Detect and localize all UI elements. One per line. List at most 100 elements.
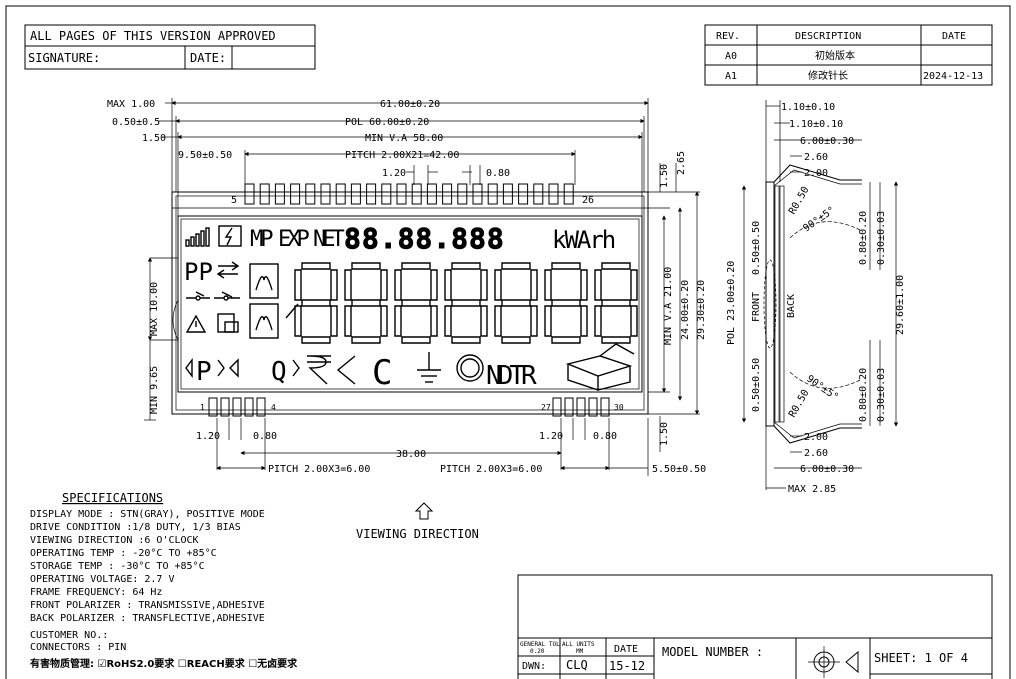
side-b-0-30: 0.30±0.03 xyxy=(876,368,887,422)
date-col-header: DATE xyxy=(614,644,638,655)
big-digit xyxy=(394,262,438,344)
bottom-pin-bend xyxy=(773,425,862,444)
spec-line-0: DISPLAY MODE : STN(GRAY), POSITIVE MODE xyxy=(30,509,265,520)
spec-line-9: CUSTOMER NO.: xyxy=(30,630,108,641)
ndtr-label: NDTR xyxy=(486,361,537,391)
side-dim-0-50-a: 0.50±0.50 xyxy=(751,221,762,275)
arrow-right-q-icon xyxy=(292,359,300,377)
projection-symbol-icon xyxy=(808,646,859,678)
spec-line-3: OPERATING TEMP : -20°C TO +85°C xyxy=(30,548,217,559)
side-dim-29-60: 29.60±1.00 xyxy=(895,275,906,335)
mp-label: MP xyxy=(250,227,273,252)
exchange-icon xyxy=(216,261,240,279)
bottom-pin-group-left xyxy=(208,397,266,417)
spec-line-5: OPERATING VOLTAGE: 2.7 V xyxy=(30,574,175,585)
top-digit-row: 88.88.888 xyxy=(344,222,505,255)
date-label: DATE: xyxy=(190,51,226,65)
front-view: 5 26 1 4 27 30 xyxy=(107,98,707,476)
side-b-0-80: 0.80±0.20 xyxy=(858,368,869,422)
dim-overall: 61.00±0.20 xyxy=(380,99,440,110)
side-dim-0-50-b: 0.50±0.50 xyxy=(751,358,762,412)
dim-max-1: MAX 1.00 xyxy=(107,99,155,110)
general-tol-value: 0.20 xyxy=(530,648,545,655)
dim-min-9-65: MIN 9.65 xyxy=(149,366,160,414)
side-back-label: BACK xyxy=(786,294,797,318)
reverse-arrow-icon xyxy=(336,355,356,385)
dim-right-5-50: 5.50±0.50 xyxy=(652,464,706,475)
rev-a0-description: 初始版本 xyxy=(815,49,855,62)
viewing-direction-label: VIEWING DIRECTION xyxy=(356,527,479,541)
top-pin xyxy=(426,183,437,205)
front-dimensions: 61.00±0.20 POL 60.00±0.20 MIN V.A 58.00 … xyxy=(107,98,707,476)
dim-pin-gap: 0.80 xyxy=(486,168,510,179)
arrow-left-p-icon xyxy=(185,357,193,379)
signature-label: SIGNATURE: xyxy=(28,51,100,65)
dim-right-1-50: 1.50 xyxy=(659,164,670,188)
side-r050: R0.50 xyxy=(787,185,812,217)
dim-min-va-h: MIN V.A 21.00 xyxy=(663,267,674,345)
top-pin xyxy=(563,183,574,205)
pin-label-1: 1 xyxy=(200,403,205,412)
spec-line-1: DRIVE CONDITION :1/8 DUTY, 1/3 BIAS xyxy=(30,522,241,533)
circled-symbol-icon xyxy=(456,354,484,382)
top-pin-row xyxy=(244,183,574,205)
side-b-r050: R0.50 xyxy=(787,388,812,420)
rev-a1-description: 修改针长 xyxy=(808,69,848,82)
spec-line-7: FRONT POLARIZER : TRANSMISSIVE,ADHESIVE xyxy=(30,600,265,611)
dim-pol: POL 60.00±0.20 xyxy=(345,117,429,128)
dim-b-pin-gap-right: 0.80 xyxy=(593,431,617,442)
dim-pin-width: 1.20 xyxy=(382,168,406,179)
top-pin xyxy=(442,183,453,205)
all-units-label: ALL UNITS xyxy=(562,641,595,648)
top-pin xyxy=(411,183,422,205)
dwn-label: DWN: xyxy=(522,661,546,672)
spec-line-6: FRAME FREQUENCY: 64 Hz xyxy=(30,587,162,598)
side-angle: 90°±5° xyxy=(801,205,837,235)
dim-pitch-bottom-left: PITCH 2.00X3=6.00 xyxy=(268,464,370,475)
pin-label-5: 5 xyxy=(231,195,237,206)
top-pin xyxy=(381,183,392,205)
big-digit xyxy=(594,262,638,344)
viewing-direction-arrow-icon xyxy=(414,502,434,520)
hazard-line: 有害物质管理: ☑RoHS2.0要求 ☐REACH要求 ☐无卤要求 xyxy=(30,657,298,670)
spec-heading: SPECIFICATIONS xyxy=(62,491,163,505)
description-header: DESCRIPTION xyxy=(795,31,861,42)
side-max-2-85: MAX 2.85 xyxy=(788,484,836,495)
spec-line-2: VIEWING DIRECTION :6 O'CLOCK xyxy=(30,535,199,546)
top-pin-bend xyxy=(773,164,862,183)
dwn-value: CLQ xyxy=(566,658,588,672)
side-dim-2-00: 2.00 xyxy=(804,168,828,179)
lightning-icon xyxy=(218,225,242,247)
dim-right-2-65: 2.65 xyxy=(676,151,687,175)
approval-block: ALL PAGES OF THIS VERSION APPROVED SIGNA… xyxy=(24,24,316,70)
top-pin xyxy=(457,183,468,205)
spec-line-4: STORAGE TEMP : -30°C TO +85°C xyxy=(30,561,205,572)
top-pin xyxy=(350,183,361,205)
dim-bottom-1-50: 1.50 xyxy=(659,422,670,446)
dim-1-50: 1.50 xyxy=(142,133,166,144)
top-pin xyxy=(533,183,544,205)
top-pin xyxy=(366,183,377,205)
top-pin xyxy=(518,183,529,205)
big-digit xyxy=(294,262,338,344)
big-digit xyxy=(544,262,588,344)
top-pin xyxy=(502,183,513,205)
pin-label-27: 27 xyxy=(541,403,551,412)
top-pin xyxy=(487,183,498,205)
meter-icon xyxy=(217,313,239,333)
dim-b-pin-width-left: 1.20 xyxy=(196,431,220,442)
ground-icon xyxy=(417,352,441,383)
kwarh-label: kWArh xyxy=(552,226,615,254)
sheet-border xyxy=(5,5,1011,679)
top-pin xyxy=(259,183,270,205)
date-header: DATE xyxy=(942,31,966,42)
rev-a1-date: 2024-12-13 xyxy=(923,71,983,82)
dim-pitch-top: PITCH 2.00X21=42.00 xyxy=(345,150,459,161)
dim-b-pin-width-right: 1.20 xyxy=(539,431,563,442)
bottom-pin-group-right xyxy=(552,397,610,417)
side-dim-6-00: 6.00±0.30 xyxy=(800,136,854,147)
dwn-date: 15-12 xyxy=(609,659,645,673)
rupee-icon xyxy=(307,355,331,385)
side-b-2-60: 2.60 xyxy=(804,448,828,459)
